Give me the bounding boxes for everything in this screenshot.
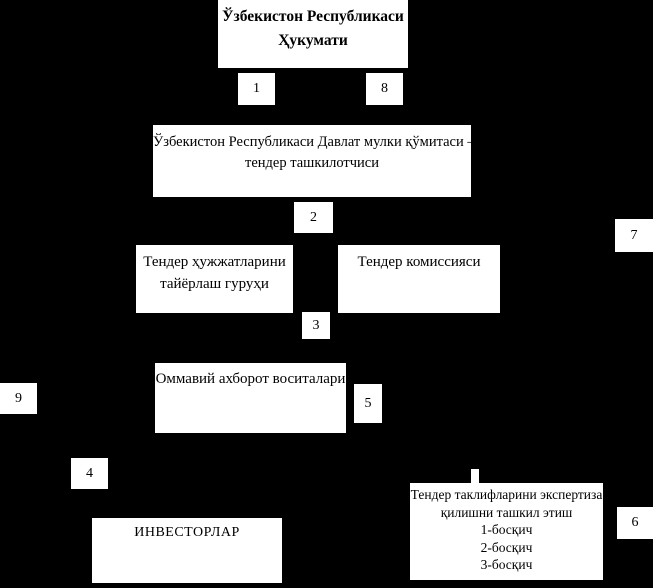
node-state-committee-label-line1: Ўзбекистон Республикаси Давлат мулки қўм…: [153, 134, 482, 150]
node-state-committee: Ўзбекистон Республикаси Давлат мулки қўм…: [153, 125, 482, 197]
step-number-8: 8: [366, 73, 403, 105]
node-expertise-label-line2: қилишни ташкил этиш: [440, 504, 573, 520]
node-mass-media: Оммавий ахборот воситалари: [155, 363, 346, 433]
step-number-1: 1: [238, 73, 275, 105]
step-number-5: 5: [354, 384, 382, 423]
node-tender-commission-label: Тендер комиссияси: [357, 254, 481, 270]
node-mass-media-label: Оммавий ахборот воситалари: [155, 371, 346, 387]
node-expertise-stage-1: 1-босқич: [480, 522, 533, 537]
step-number-3: 3: [302, 312, 330, 339]
node-government-label-line1: Ўзбекистон Республикаси: [222, 8, 404, 25]
node-expertise-stage-3: 3-босқич: [480, 557, 533, 572]
node-expertise: Тендер таклифларини экспертиза қилишни т…: [410, 483, 603, 580]
step-number-4: 4: [71, 458, 108, 489]
node-tender-commission: Тендер комиссияси: [338, 245, 500, 313]
node-tender-docs-group-label-line2: тайёрлаш гуруҳи: [160, 276, 269, 292]
node-tender-docs-group-label-line1: Тендер ҳужжатларини: [143, 254, 286, 270]
step-number-9: 9: [0, 383, 37, 414]
node-government: Ўзбекистон Республикаси Ҳукумати: [218, 0, 408, 68]
node-investors: ИНВЕСТОРЛАР: [92, 518, 282, 583]
node-government-label-line2: Ҳукумати: [278, 32, 348, 49]
node-tender-docs-group: Тендер ҳужжатларини тайёрлаш гуруҳи: [136, 245, 293, 313]
step-number-6: 6: [617, 507, 653, 539]
node-investors-label: ИНВЕСТОРЛАР: [134, 525, 240, 540]
step-number-7: 7: [615, 219, 653, 252]
node-state-committee-label-line2: тендер ташкилотчиси: [244, 155, 380, 171]
node-expertise-stage-2: 2-босқич: [480, 539, 533, 555]
step-number-2: 2: [294, 202, 333, 233]
node-expertise-label-line1: Тендер таклифларини экспертиза: [410, 487, 603, 502]
connector-stub: [471, 469, 479, 483]
